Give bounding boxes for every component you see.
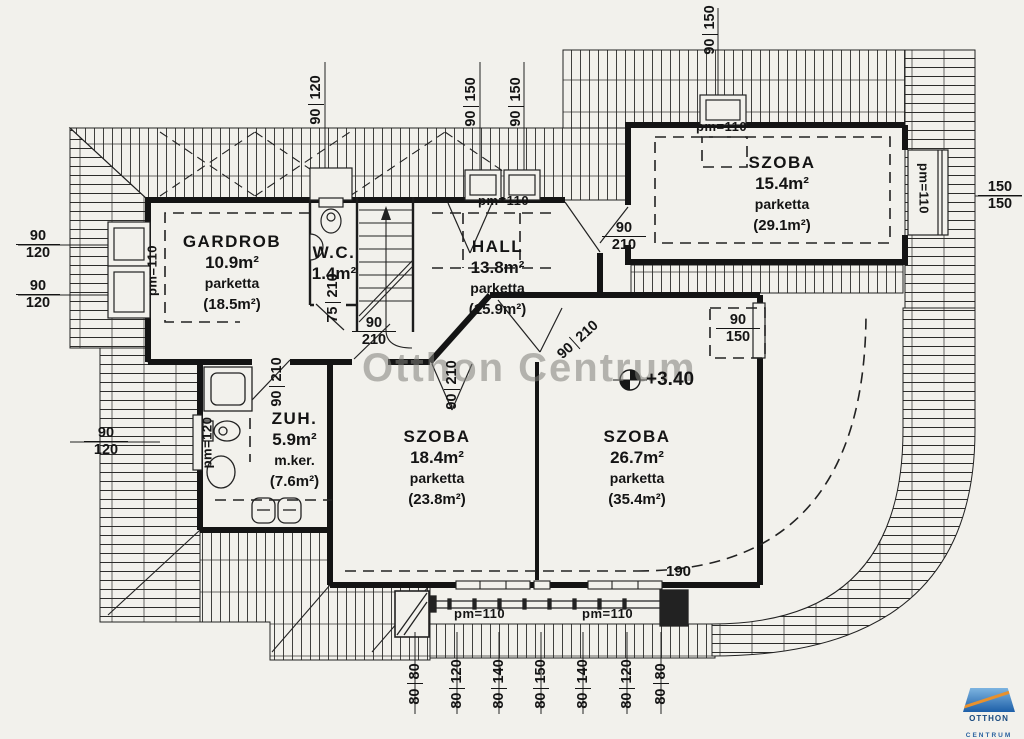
room-label-szoba-s: SZOBA 18.4m² parketta (23.8m²) (367, 426, 507, 510)
room-gross-area: (23.8m²) (408, 491, 466, 508)
room-name: SZOBA (603, 427, 671, 446)
room-label-wc: W.C. 1.4m² (306, 242, 362, 284)
parapet-label-top-middle: pm=110 (478, 193, 530, 208)
stairs (358, 206, 414, 349)
knee-wall-dashed-lines (164, 136, 891, 572)
otthon-centrum-logo: OTTHON CENTRUM (958, 688, 1020, 739)
room-label-szoba-ne: SZOBA 15.4m² parketta (29.1m²) (712, 152, 852, 236)
parapet-label-gardrob: pm=110 (144, 244, 160, 297)
door-swings (251, 201, 629, 411)
room-name: HALL (471, 237, 524, 256)
room-name: SZOBA (748, 153, 816, 172)
room-label-szoba-se: SZOBA 26.7m² parketta (35.4m²) (567, 426, 707, 510)
bathroom-fixtures (202, 366, 302, 524)
wc-fixtures (309, 197, 344, 261)
logo-subname: CENTRUM (966, 732, 1013, 739)
room-label-zuh: ZUH. 5.9m² m.ker. (7.6m²) (252, 408, 337, 492)
parapet-label-right: pm=110 (916, 162, 932, 215)
room-gross-area: (35.4m²) (608, 491, 666, 508)
room-area: 18.4m² (410, 448, 464, 467)
parapet-label-zuh: pm=120 (199, 416, 215, 469)
room-name: W.C. (312, 243, 356, 262)
headroom-annotation: 190 (666, 563, 692, 580)
room-area: 15.4m² (755, 174, 809, 193)
room-gross-area: (29.1m²) (753, 217, 811, 234)
room-floor: parketta (609, 470, 665, 486)
bottom-windows (455, 580, 663, 590)
room-area: 10.9m² (205, 253, 259, 272)
room-gross-area: (18.5m²) (203, 296, 261, 313)
room-label-gardrob: GARDROB 10.9m² parketta (18.5m²) (162, 231, 302, 315)
room-floor: parketta (754, 196, 810, 212)
terrace-railing (394, 589, 689, 638)
parapet-label-terrace-2: pm=110 (582, 606, 634, 621)
room-floor: parketta (409, 470, 465, 486)
room-label-hall: HALL 13.8m² parketta (15.9m²) (430, 236, 565, 320)
room-gross-area: (15.9m²) (468, 301, 527, 318)
room-name: SZOBA (403, 427, 471, 446)
level-marker-icon (613, 369, 647, 391)
room-floor: parketta (470, 280, 525, 296)
room-area: 26.7m² (610, 448, 664, 467)
room-floor: m.ker. (274, 452, 315, 468)
room-floor: parketta (204, 275, 260, 291)
room-area: 1.4m² (311, 264, 357, 283)
logo-swoosh-icon (963, 688, 1015, 710)
room-name: ZUH. (271, 409, 318, 428)
parapet-label-top-right: pm=110 (696, 119, 748, 134)
parapet-label-terrace-1: pm=110 (454, 606, 506, 621)
room-area: 13.8m² (470, 258, 525, 277)
level-annotation: +3.40 (646, 369, 695, 390)
room-name: GARDROB (182, 232, 282, 251)
door-openings (252, 301, 662, 590)
room-area: 5.9m² (272, 430, 317, 449)
logo-name: OTTHON (969, 714, 1009, 723)
dimension-lines (18, 8, 1022, 714)
watermark: Otthon Centrum (362, 346, 697, 390)
room-gross-area: (7.6m²) (269, 473, 320, 490)
logo-roof-icon (963, 688, 1015, 712)
